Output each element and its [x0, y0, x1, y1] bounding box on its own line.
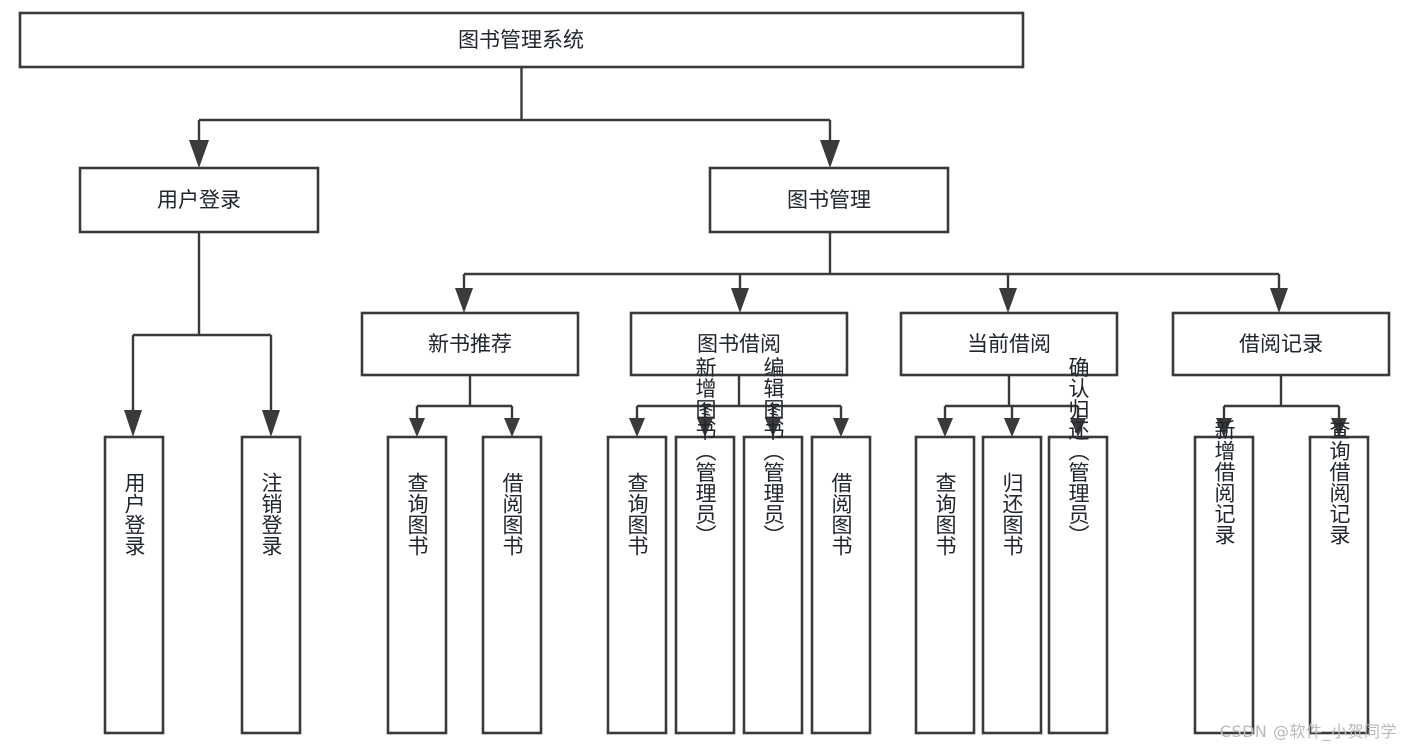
leaf-borrow-book-2[interactable]: 借阅图书 [810, 435, 872, 735]
node-borrow-record-box[interactable] [1171, 311, 1391, 377]
leaf-edit-book-box[interactable] [742, 435, 804, 735]
leaf-query-record-label: 查询借阅记录 [1327, 419, 1351, 545]
leaf-borrow-book-2-box[interactable] [810, 435, 872, 735]
leaf-user-login-box[interactable] [103, 435, 165, 735]
node-book-management-label: 图书管理 [787, 188, 871, 212]
arrowhead-recommend [455, 288, 473, 313]
arrowhead-leaf-query-record [1331, 418, 1347, 437]
arrowhead-leaf-user-login [124, 410, 142, 437]
leaf-query-book-3-box[interactable] [914, 435, 976, 735]
arrowhead-leaf-return-book [1004, 418, 1020, 437]
leaf-query-book-2-label: 查询图书 [625, 472, 649, 556]
leaf-query-book-3[interactable]: 查询图书 [914, 435, 976, 735]
node-book-management[interactable]: 图书管理 [708, 166, 950, 234]
node-current-borrow-box[interactable] [899, 311, 1119, 377]
leaf-confirm-return-box[interactable] [1047, 435, 1109, 735]
node-user-login-box[interactable] [78, 166, 320, 234]
arrowhead-leaf-logout [262, 410, 280, 437]
node-new-book-recommend-box[interactable] [360, 311, 580, 377]
arrowhead-leaf-borrow-book-1 [504, 418, 520, 437]
leaf-borrow-book-1-box[interactable] [481, 435, 543, 735]
leaf-borrow-book-1-label: 借阅图书 [500, 472, 524, 556]
arrowhead-leaf-edit-book [765, 418, 781, 437]
arrowhead-leaf-add-record [1216, 418, 1232, 437]
leaf-return-book-box[interactable] [981, 435, 1043, 735]
leaf-borrow-book-1[interactable]: 借阅图书 [481, 435, 543, 735]
leaf-add-record-box[interactable] [1193, 435, 1255, 735]
leaf-add-book-box[interactable] [674, 435, 736, 735]
node-current-borrow[interactable]: 当前借阅 [899, 311, 1119, 377]
leaf-return-book[interactable]: 归还图书 [981, 435, 1043, 735]
leaf-add-record[interactable]: 新增借阅记录 [1193, 419, 1255, 735]
leaf-query-book-3-label: 查询图书 [933, 472, 957, 556]
leaf-user-login-label: 用户登录 [122, 472, 146, 556]
leaf-query-book-1-label: 查询图书 [405, 472, 429, 556]
arrowhead-leaf-query-book-2 [629, 418, 645, 437]
leaf-query-book-1-box[interactable] [386, 435, 448, 735]
node-book-borrow-box[interactable] [629, 311, 849, 377]
arrowhead-book-management [820, 140, 840, 168]
leaf-add-record-label: 新增借阅记录 [1212, 419, 1236, 545]
node-root[interactable]: 图书管理系统 [18, 11, 1025, 69]
node-root-label: 图书管理系统 [458, 28, 584, 52]
leaf-add-book-label: 新增图书（管理员） [693, 357, 717, 546]
arrowhead-leaf-add-book [697, 418, 713, 437]
node-current-borrow-label: 当前借阅 [967, 332, 1051, 356]
arrowhead-leaf-query-book-3 [937, 418, 953, 437]
node-user-login[interactable]: 用户登录 [78, 166, 320, 234]
arrowhead-leaf-query-book-1 [409, 418, 425, 437]
leaf-query-record-box[interactable] [1308, 435, 1370, 735]
leaf-confirm-return-label: 确认归还（管理员） [1066, 357, 1090, 546]
leaf-user-login[interactable]: 用户登录 [103, 435, 165, 735]
leaf-return-book-label: 归还图书 [1000, 472, 1024, 556]
node-new-book-recommend-label: 新书推荐 [428, 332, 512, 356]
node-borrow-record-label: 借阅记录 [1239, 332, 1323, 356]
leaf-logout-login[interactable]: 注销登录 [240, 435, 302, 735]
node-root-box[interactable] [18, 11, 1025, 69]
leaf-edit-book-label: 编辑图书（管理员） [761, 357, 785, 546]
connector-layer [131, 67, 1341, 418]
node-book-management-box[interactable] [708, 166, 950, 234]
leaf-query-book-2-box[interactable] [606, 435, 668, 735]
leaf-logout-login-label: 注销登录 [259, 472, 283, 556]
node-borrow-record[interactable]: 借阅记录 [1171, 311, 1391, 377]
leaf-query-book-1[interactable]: 查询图书 [386, 435, 448, 735]
leaf-edit-book[interactable]: 编辑图书（管理员） [742, 357, 804, 735]
arrowhead-layer [124, 140, 1347, 437]
leaf-query-record[interactable]: 查询借阅记录 [1308, 419, 1370, 735]
leaf-confirm-return[interactable]: 确认归还（管理员） [1047, 357, 1109, 735]
node-new-book-recommend[interactable]: 新书推荐 [360, 311, 580, 377]
arrowhead-record [1270, 288, 1288, 313]
node-book-borrow-label: 图书借阅 [697, 332, 781, 356]
arrowhead-leaf-borrow-book-2 [833, 418, 849, 437]
node-book-borrow[interactable]: 图书借阅 [629, 311, 849, 377]
arrowhead-borrow [731, 288, 749, 313]
arrowhead-user-login [189, 140, 209, 168]
node-user-login-label: 用户登录 [157, 188, 241, 212]
leaf-logout-login-box[interactable] [240, 435, 302, 735]
arrowhead-current [999, 288, 1017, 313]
arrowhead-leaf-confirm-return [1070, 418, 1086, 437]
leaf-query-book-2[interactable]: 查询图书 [606, 435, 668, 735]
leaf-add-book[interactable]: 新增图书（管理员） [674, 357, 736, 735]
leaf-borrow-book-2-label: 借阅图书 [829, 472, 853, 556]
